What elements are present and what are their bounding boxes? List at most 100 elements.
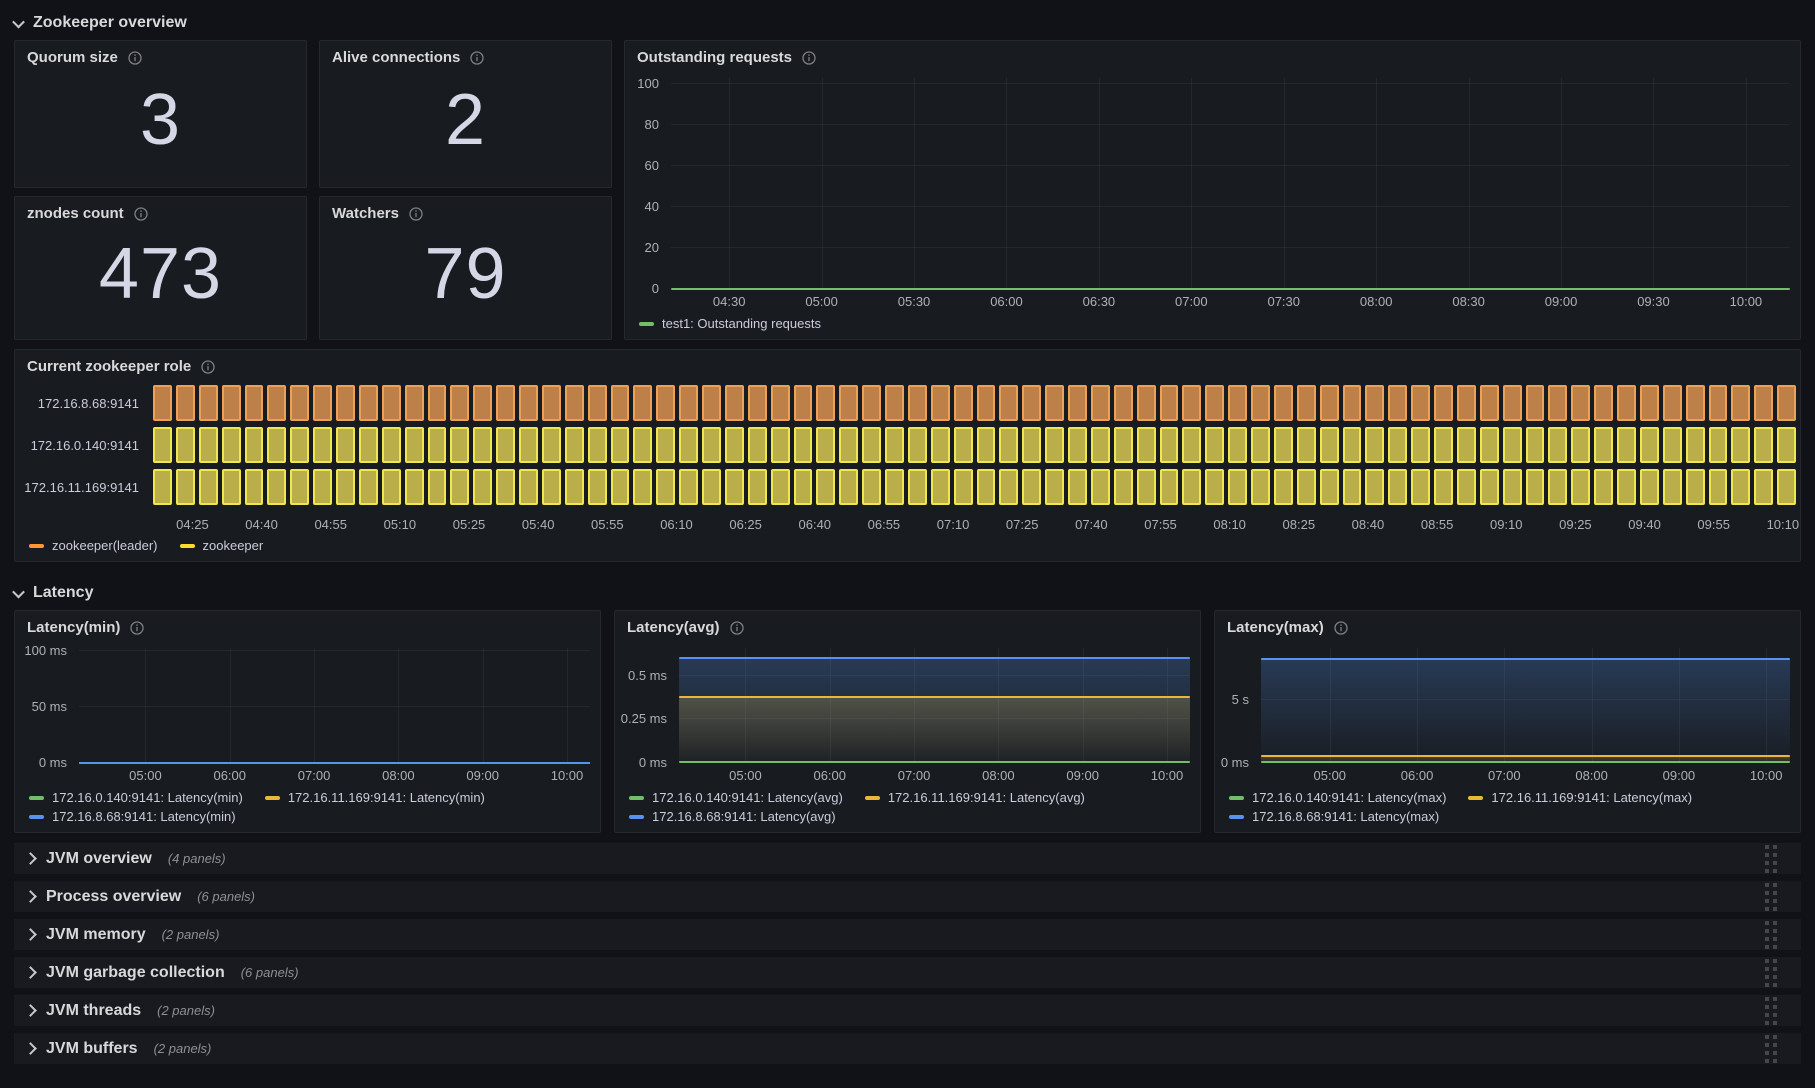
grid-line bbox=[1678, 648, 1680, 763]
timeline-bar bbox=[862, 469, 881, 505]
timeline-bar bbox=[976, 385, 996, 421]
row-jvm-garbage-collection[interactable]: JVM garbage collection (6 panels) bbox=[14, 957, 1801, 988]
timeline-bar bbox=[839, 385, 859, 421]
timeline-bar bbox=[313, 427, 332, 463]
timeline-bar bbox=[1136, 469, 1156, 505]
legend-item[interactable]: 172.16.8.68:9141: Latency(min) bbox=[29, 809, 236, 824]
row-process-overview[interactable]: Process overview (6 panels) bbox=[14, 881, 1801, 912]
timeline-bar bbox=[175, 427, 195, 463]
legend-item[interactable]: 172.16.0.140:9141: Latency(avg) bbox=[629, 790, 843, 805]
drag-handle[interactable] bbox=[1765, 844, 1777, 873]
chevron-right-icon bbox=[24, 1042, 37, 1055]
timeline-bar bbox=[679, 469, 698, 505]
timeline-bar bbox=[1090, 427, 1110, 463]
legend-color-dash bbox=[629, 795, 644, 800]
timeline-bar bbox=[1456, 385, 1476, 421]
y-axis-tick-label: 0 ms bbox=[38, 755, 67, 770]
legend-item[interactable]: 172.16.8.68:9141: Latency(max) bbox=[1229, 809, 1439, 824]
timeline-bar bbox=[1342, 427, 1362, 463]
timeline-bar bbox=[1479, 427, 1499, 463]
grid-line bbox=[145, 648, 147, 763]
legend-item[interactable]: test1: Outstanding requests bbox=[639, 316, 821, 331]
timeline-bar bbox=[1571, 427, 1591, 463]
timeline-bar bbox=[1159, 469, 1179, 505]
x-axis-tick-label: 06:55 bbox=[867, 517, 901, 532]
x-axis-tick-label: 05:00 bbox=[805, 294, 838, 309]
legend-item[interactable]: 172.16.11.169:9141: Latency(min) bbox=[264, 790, 485, 805]
timeline-bar bbox=[1639, 427, 1659, 463]
grid-line bbox=[745, 648, 747, 763]
timeline-bar bbox=[1068, 385, 1087, 421]
legend-color-dash bbox=[179, 543, 195, 548]
grid-line bbox=[821, 78, 823, 289]
legend-item[interactable]: zookeeper bbox=[179, 538, 263, 553]
info-icon[interactable] bbox=[470, 50, 485, 65]
x-axis-tick-label: 08:55 bbox=[1420, 517, 1454, 532]
section-title: Latency bbox=[33, 584, 94, 601]
info-icon[interactable] bbox=[201, 359, 215, 374]
grid-line bbox=[679, 674, 1190, 676]
timeline-bar bbox=[816, 385, 836, 421]
info-icon[interactable] bbox=[134, 206, 148, 221]
section-header-latency[interactable]: Latency bbox=[12, 576, 1801, 610]
drag-handle[interactable] bbox=[1765, 882, 1777, 911]
info-icon[interactable] bbox=[409, 206, 423, 221]
x-axis-tick-label: 08:40 bbox=[1351, 517, 1385, 532]
timeline-bar bbox=[313, 385, 332, 421]
grid-line bbox=[1468, 78, 1470, 289]
timeline-bar bbox=[724, 385, 744, 421]
grid-line bbox=[79, 650, 590, 652]
info-icon[interactable] bbox=[1334, 620, 1348, 635]
info-icon[interactable] bbox=[802, 50, 816, 65]
info-icon[interactable] bbox=[128, 50, 142, 65]
timeline-bar bbox=[473, 427, 493, 463]
legend-item[interactable]: 172.16.0.140:9141: Latency(min) bbox=[29, 790, 243, 805]
row-jvm-buffers[interactable]: JVM buffers (2 panels) bbox=[14, 1033, 1801, 1064]
section-header-zookeeper-overview[interactable]: Zookeeper overview bbox=[12, 6, 1801, 40]
grid-line bbox=[1561, 78, 1563, 289]
row-jvm-memory[interactable]: JVM memory (2 panels) bbox=[14, 919, 1801, 950]
drag-handle[interactable] bbox=[1765, 958, 1777, 987]
timeline-bar bbox=[1731, 469, 1751, 505]
dashboard: Zookeeper overview Quorum size 3 Alive c… bbox=[12, 6, 1801, 1064]
timeline-bar bbox=[1434, 469, 1453, 505]
drag-handle[interactable] bbox=[1765, 996, 1777, 1025]
row-jvm-threads[interactable]: JVM threads (2 panels) bbox=[14, 995, 1801, 1026]
legend-item[interactable]: 172.16.11.169:9141: Latency(avg) bbox=[864, 790, 1085, 805]
timeline-bar bbox=[267, 427, 287, 463]
drag-handle[interactable] bbox=[1765, 1034, 1777, 1063]
x-axis-tick-label: 07:25 bbox=[1005, 517, 1039, 532]
timeline-bar bbox=[907, 427, 927, 463]
info-icon[interactable] bbox=[729, 620, 744, 635]
info-icon[interactable] bbox=[130, 620, 145, 635]
x-axis-tick-label: 05:40 bbox=[521, 517, 555, 532]
chevron-down-icon bbox=[12, 585, 25, 598]
timeline-bar bbox=[1777, 469, 1796, 505]
legend-item[interactable]: 172.16.11.169:9141: Latency(max) bbox=[1468, 790, 1692, 805]
x-axis-tick-label: 09:00 bbox=[1066, 768, 1099, 783]
timeline-bar bbox=[1777, 427, 1796, 463]
grid-line bbox=[79, 706, 590, 708]
timeline-bar bbox=[1708, 469, 1728, 505]
timeline-bar bbox=[1251, 469, 1270, 505]
panel-title: znodes count bbox=[27, 205, 124, 222]
timeline-row: 172.16.11.169:9141 bbox=[15, 469, 1796, 505]
legend-item[interactable]: 172.16.0.140:9141: Latency(max) bbox=[1229, 790, 1446, 805]
timeline-bar bbox=[564, 469, 584, 505]
row-jvm-overview[interactable]: JVM overview (4 panels) bbox=[14, 843, 1801, 874]
timeline-bar bbox=[473, 469, 493, 505]
row-panel-count: (2 panels) bbox=[157, 1003, 215, 1018]
legend-item[interactable]: zookeeper(leader) bbox=[29, 538, 158, 553]
timeline-bar bbox=[1113, 385, 1133, 421]
timeline-bar bbox=[1182, 469, 1202, 505]
drag-handle[interactable] bbox=[1765, 920, 1777, 949]
legend-item[interactable]: 172.16.8.68:9141: Latency(avg) bbox=[629, 809, 836, 824]
legend-label: 172.16.8.68:9141: Latency(max) bbox=[1252, 809, 1440, 824]
legend-label: 172.16.11.169:9141: Latency(avg) bbox=[887, 790, 1085, 805]
